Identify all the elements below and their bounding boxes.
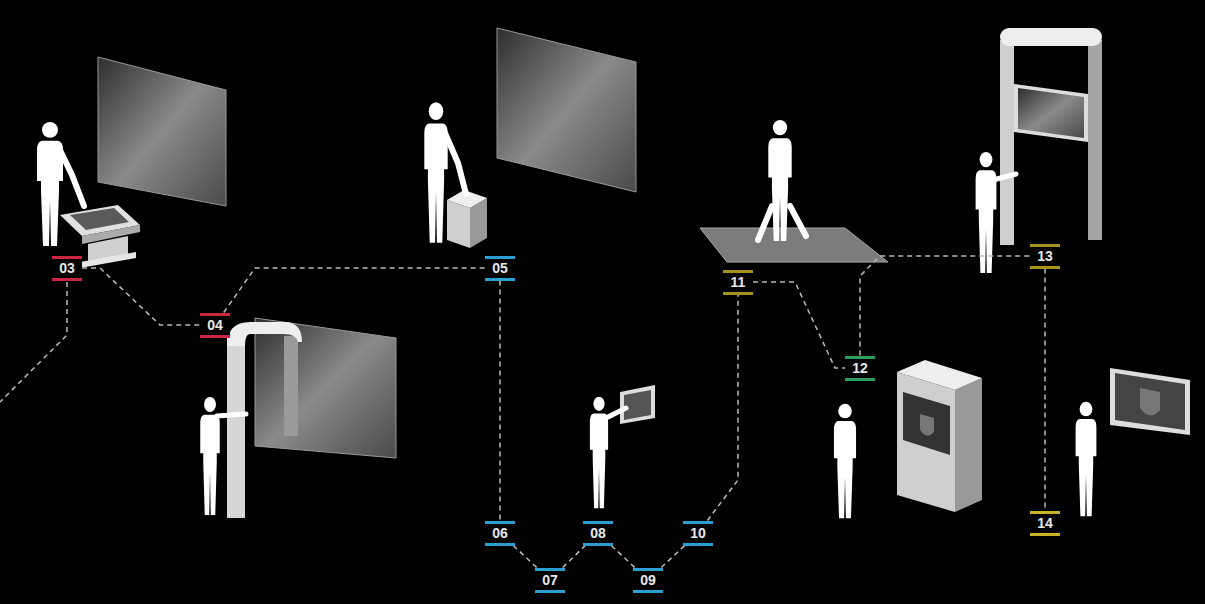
- callout-number: 04: [200, 313, 230, 338]
- wall-screen-station: [1076, 368, 1190, 516]
- dashed-connector: [224, 268, 485, 313]
- podium-station-part: [497, 28, 636, 192]
- touch-table-station-part: [98, 57, 226, 206]
- callout-label: 05: [489, 260, 511, 277]
- display-case-station-part: [897, 372, 955, 512]
- tablet-station-part: [620, 385, 655, 424]
- touch-table-station-part: [80, 252, 136, 268]
- dashed-connector: [499, 281, 501, 521]
- dashed-connector: [1044, 269, 1046, 511]
- callout-number: 14: [1030, 511, 1060, 536]
- callout-number: 11: [723, 270, 753, 295]
- arch-screen-station-part: [217, 414, 246, 416]
- arch-screen-station-part: [227, 322, 302, 346]
- touch-table-station-part: [37, 122, 63, 246]
- dashed-connector: [860, 256, 1030, 356]
- dashed-connector: [513, 546, 536, 568]
- podium-station-part: [424, 102, 447, 243]
- dashed-connector: [661, 546, 684, 568]
- callout-number: 13: [1030, 244, 1060, 269]
- callout-label: 04: [204, 317, 226, 334]
- gateway-station-part: [1088, 40, 1102, 240]
- touch-table-station-part: [0, 282, 67, 402]
- display-case-station-part: [834, 404, 856, 518]
- callout-label: 08: [587, 525, 609, 542]
- callout-label: 14: [1034, 515, 1056, 532]
- gateway-station-part: [976, 152, 997, 273]
- callout-number: 03: [52, 256, 82, 281]
- gateway-station-part: [1000, 40, 1014, 245]
- tablet-station-part: [590, 397, 608, 508]
- wall-screen-station-part: [1140, 388, 1160, 416]
- dashed-connector: [611, 546, 634, 568]
- callout-number: 10: [683, 521, 713, 546]
- display-case-station-part: [920, 414, 934, 436]
- callout-number: 08: [583, 521, 613, 546]
- callout-label: 09: [637, 572, 659, 589]
- display-case-station-part: [955, 378, 982, 512]
- callout-label: 07: [539, 572, 561, 589]
- tablet-station-part: [624, 390, 651, 420]
- callout-label: 03: [56, 260, 78, 277]
- arch-screen-station-part: [227, 338, 245, 518]
- dashed-connector: [563, 546, 585, 568]
- touch-table-station-part: [70, 208, 129, 230]
- floor-station: [700, 120, 888, 262]
- dashed-connector: [707, 295, 738, 521]
- wall-screen-station-part: [1076, 402, 1097, 516]
- arch-screen-station: [200, 318, 396, 518]
- gateway-station-part: [1000, 28, 1102, 46]
- floor-station-part: [768, 120, 791, 241]
- dashed-connector: [82, 268, 200, 325]
- callout-number: 06: [485, 521, 515, 546]
- callout-label: 12: [849, 360, 871, 377]
- floor-station-part: [758, 206, 806, 240]
- gateway-station-part: [993, 174, 1016, 180]
- callout-label: 10: [687, 525, 709, 542]
- touch-table-station: [0, 57, 226, 402]
- wall-screen-station-part: [1110, 368, 1190, 435]
- tablet-station-part: [606, 408, 626, 418]
- podium-station-part: [447, 200, 470, 248]
- display-case-station-part: [903, 392, 950, 455]
- display-case-station: [834, 360, 982, 518]
- callout-label: 06: [489, 525, 511, 542]
- podium-station-part: [445, 133, 466, 194]
- gateway-station-part: [1014, 84, 1088, 142]
- callout-number: 09: [633, 568, 663, 593]
- wall-screen-station-part: [1115, 373, 1185, 430]
- gateway-station: [976, 28, 1102, 273]
- callout-number: 07: [535, 568, 565, 593]
- arch-screen-station-part: [284, 336, 298, 436]
- arch-screen-station-part: [255, 318, 396, 458]
- callout-number: 12: [845, 356, 875, 381]
- callout-number: 05: [485, 256, 515, 281]
- callout-label: 11: [727, 274, 749, 291]
- callout-label: 13: [1034, 248, 1056, 265]
- touch-table-station-part: [58, 146, 84, 206]
- dashed-connector: [753, 282, 845, 368]
- gateway-station-part: [1018, 88, 1084, 138]
- podium-station: [424, 28, 636, 248]
- display-case-station-part: [897, 360, 982, 390]
- floor-station-part: [700, 228, 888, 262]
- tablet-station: [590, 385, 655, 508]
